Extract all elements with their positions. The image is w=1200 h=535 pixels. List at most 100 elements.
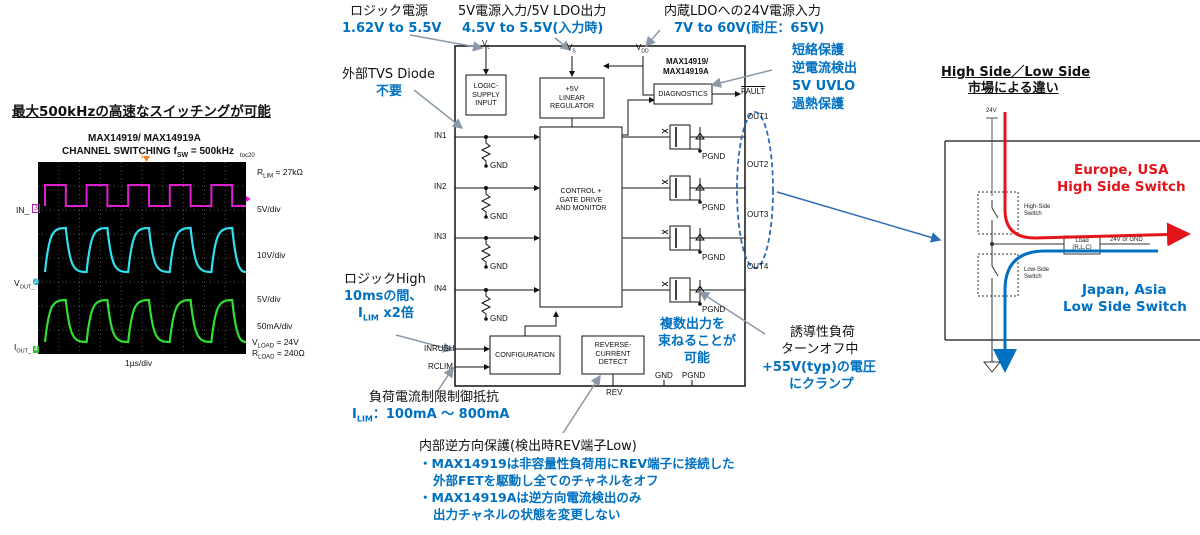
scope-rlim: RLIM = 27kΩ [257, 167, 303, 180]
output-pin-3: OUT3 [747, 210, 769, 219]
trace-marker [246, 196, 251, 202]
scope-title-1: MAX14919/ MAX14919A [88, 133, 201, 144]
rev-line-4: 出力チャネルの状態を変更しない [433, 507, 621, 522]
hs-switch-box [977, 191, 1019, 235]
pgnd-label-3: PGND [702, 253, 726, 262]
ch-badge-4: 4 [33, 346, 39, 353]
jp-label-1: Japan, Asia [1082, 282, 1167, 298]
part-1: MAX14919/ [666, 57, 709, 66]
supply-value: 4.5V to 5.5V(入力時) [462, 21, 604, 36]
logic-power-title: ロジック電源 [350, 4, 429, 19]
to-hsls-arrow [776, 191, 942, 243]
scope-grid [38, 162, 246, 354]
scope-rload: RLOAD = 240Ω [252, 348, 305, 361]
fet-body [669, 277, 691, 303]
logic-high-v1: 10msの間、 [344, 289, 423, 304]
ch-badge-2: 2 [33, 278, 39, 285]
ch-badge-3: 3 [32, 204, 40, 213]
gnd-label-1: GND [490, 161, 508, 170]
diagnostics-label: DIAGNOSTICS [658, 89, 708, 98]
pgnd-label-1: PGND [702, 152, 726, 161]
fet-arrow [661, 179, 669, 185]
reverse-block [581, 335, 645, 375]
protect-1: 短絡保護 [792, 43, 845, 58]
logic-power-value: 1.62V to 5.5V [342, 21, 442, 36]
input-pin-3: IN3 [434, 232, 447, 241]
gnd-label-2: GND [490, 212, 508, 221]
in-label: IN_ [16, 205, 30, 215]
scope-heading: 最大500kHzの高速なスイッチングが可能 [12, 104, 271, 120]
rlim-arrow [436, 366, 454, 393]
tvs-value: 不要 [376, 84, 403, 99]
gnd-node [484, 164, 488, 168]
vs-pin: VS [567, 43, 576, 55]
gnd-node [484, 317, 488, 321]
scope-vload: VLOAD = 24V [252, 337, 299, 350]
fet-arrow [661, 229, 669, 235]
hsls-title-1: High Side／Low Side [941, 65, 1091, 80]
fet-body [669, 175, 691, 201]
gnd-node [484, 265, 488, 269]
div-label-2: 10V/div [257, 250, 286, 260]
gnd-label-3: GND [490, 262, 508, 271]
hs-switch-blade [991, 207, 999, 219]
inductive-3: +55V(typ)の電圧 [762, 360, 876, 375]
high-side-current [1003, 112, 1191, 247]
jp-label-2: Low Side Switch [1063, 299, 1187, 315]
fet-diode [695, 233, 705, 241]
iout-trace [43, 298, 247, 344]
rlim-value: ILIM：100mA ～ 800mA [352, 407, 510, 424]
rev-line-2: 外部FETを駆動し全てのチャネルをオフ [433, 473, 659, 488]
bundle-3: 可能 [684, 351, 711, 366]
inductive-4: にクランプ [789, 377, 854, 392]
div-label-3: 5V/div [257, 294, 281, 304]
output-pin-2: OUT2 [747, 160, 769, 169]
pgnd-node [698, 250, 702, 254]
protect-arrow [710, 69, 773, 88]
control-block [539, 126, 623, 308]
iout-label: IOUT_ [14, 342, 32, 355]
hsls-title-2: 市場による違い [968, 81, 1059, 96]
logic-high-arrow [395, 334, 454, 353]
vl-pin: VL [482, 39, 491, 51]
ch-badge-1: 1 [140, 153, 144, 160]
out-label: 24V or GND [1110, 237, 1143, 243]
output-pin-4: OUT4 [747, 262, 769, 271]
gnd-node [484, 215, 488, 219]
input-pin-2: IN2 [434, 182, 447, 191]
pulldown-resistor [480, 188, 492, 216]
logic-power-arrow [409, 34, 484, 52]
logic-high-v2: ILIM x2倍 [358, 306, 414, 323]
output-pin-1: OUT1 [747, 112, 769, 121]
ldo-arrow [645, 29, 661, 48]
scope-toc: toc20 [240, 153, 255, 159]
gnd-pin: GND [655, 371, 673, 380]
tvs-arrow [413, 89, 464, 129]
vdd-pin: VDD [636, 43, 649, 55]
rclim-pin: RCLIM [428, 362, 453, 371]
output-bundle-ellipse [736, 111, 774, 269]
pgnd-label-4: PGND [702, 305, 726, 314]
eu-label-1: Europe, USA [1074, 162, 1169, 178]
pgnd-node [698, 302, 702, 306]
load-label: Load(R,L,C) [1072, 238, 1092, 252]
part-2: MAX14919A [663, 67, 709, 76]
fet-diode [695, 132, 705, 140]
gnd-label-4: GND [490, 314, 508, 323]
trigger-marker [143, 156, 150, 162]
configuration-label: CONFIGURATION [495, 350, 555, 359]
supply-title: 5V電源入力/5V LDO出力 [458, 4, 607, 19]
input-pin-1: IN1 [434, 131, 447, 140]
input-pin-4: IN4 [434, 284, 447, 293]
tvs-title: 外部TVS Diode [342, 67, 436, 82]
ldo-value: 7V to 60V(耐圧：65V) [674, 21, 825, 36]
rev-title: 内部逆方向保護(検出時REV端子Low) [419, 439, 637, 454]
scope-title-2: CHANNEL SWITCHING fSW = 500kHz [62, 146, 234, 159]
ldo-title: 内蔵LDOへの24V電源入力 [664, 4, 821, 19]
rev-line-1: ・MAX14919は非容量性負荷用にREV端子に接続した [419, 456, 735, 471]
